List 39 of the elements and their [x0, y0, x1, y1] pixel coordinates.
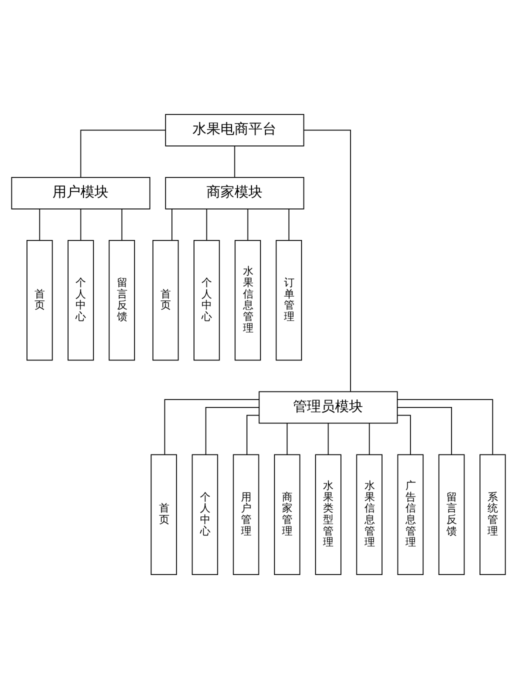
connector [205, 406, 260, 454]
node-box: 广告信息管理 [397, 454, 424, 574]
node-box: 个人中心 [68, 240, 94, 360]
connector [397, 406, 452, 454]
connector [286, 422, 288, 455]
connector [247, 208, 248, 240]
node-box: 水果信息管理 [356, 454, 382, 574]
node-box: 个人中心 [194, 240, 220, 360]
node-box: 首页 [26, 240, 53, 360]
connector [164, 398, 260, 454]
node-box: 水果信息管理 [234, 240, 261, 360]
connector [80, 208, 82, 240]
node-box: 首页 [150, 454, 177, 574]
connector [368, 422, 370, 455]
connector [80, 129, 166, 178]
node-box: 系统管理 [480, 454, 506, 574]
connector [234, 145, 236, 178]
node-box: 用户管理 [232, 454, 260, 574]
connector [288, 208, 290, 240]
connector [121, 208, 122, 240]
connector [328, 422, 329, 455]
connector [171, 208, 172, 240]
node-box: 留言反馈 [108, 240, 135, 360]
node-box: 商家管理 [274, 454, 300, 574]
connector [246, 414, 260, 454]
connector [304, 129, 351, 392]
connector [397, 398, 494, 454]
connector [206, 208, 208, 240]
node-box: 个人中心 [192, 454, 218, 574]
node-box: 水果类型管理 [315, 454, 342, 574]
connector [39, 208, 40, 240]
node-box: 订单管理 [276, 240, 302, 360]
node-box: 用户模块 [11, 176, 150, 209]
node-box: 留言反馈 [438, 454, 465, 574]
node-box: 水果电商平台 [165, 114, 304, 146]
node-box: 管理员模块 [258, 390, 398, 424]
node-box: 首页 [152, 240, 179, 360]
connector [397, 414, 411, 454]
node-box: 商家模块 [165, 176, 304, 209]
